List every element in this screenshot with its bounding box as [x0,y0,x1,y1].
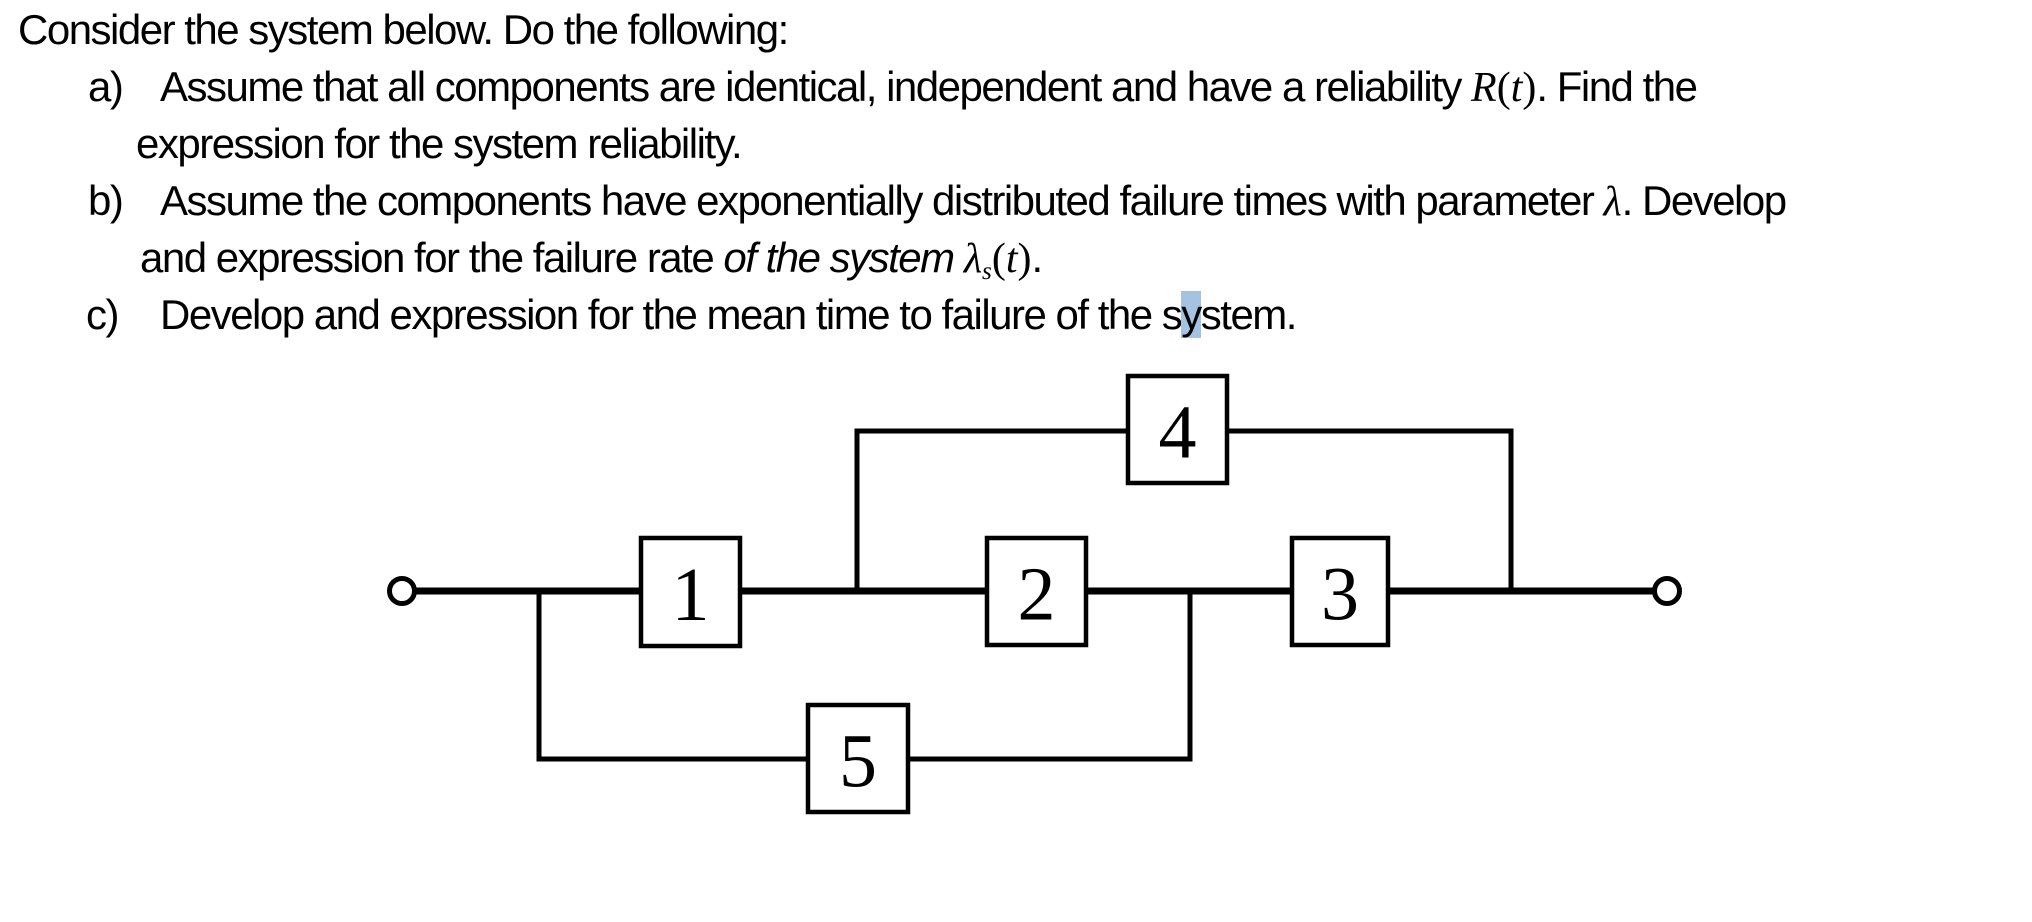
item-a-marker: a) [88,63,124,110]
block-5-label: 5 [839,720,877,804]
block-1: 1 [638,535,743,649]
text-segment: and expression for the failure rate [140,234,724,281]
item-b-marker: b) [88,177,124,224]
block-5-box [805,702,911,815]
text-segment: s [982,258,992,286]
block-4: 4 [1125,373,1230,486]
text-segment: ( [991,236,1006,282]
block-2: 2 [984,535,1089,648]
right-terminal-icon [1652,576,1682,606]
text-selection-highlight: y [1181,291,1202,338]
block-4-box [1125,373,1230,486]
text-segment: t [1005,236,1018,282]
item-a-line-2: expression for the system reliability. [136,120,743,167]
text-segment: t [1510,65,1523,111]
item-c-line-1: Develop and expression for the mean time… [160,291,1298,338]
text-segment: Assume the components have exponentially… [160,177,1604,224]
item-b-line-2: and expression for the failure rate of t… [140,234,1044,286]
text-segment: Assume that all components are identical… [160,63,1472,110]
block-5: 5 [805,702,911,815]
problem-intro: Consider the system below. Do the follow… [18,6,789,53]
text-segment: expression for the system reliability. [136,120,743,167]
text-segment: of the system [723,234,964,281]
text-segment: stem. [1200,291,1298,338]
left-terminal-icon [387,576,417,606]
item-b-line-1: Assume the components have exponentially… [160,177,1787,225]
text-segment: . Find the [1536,63,1698,110]
text-segment: . [1031,234,1044,281]
block-2-label: 2 [1018,553,1056,637]
text-segment: . Develop [1621,177,1787,224]
text-segment: λ [963,236,983,282]
item-a-line-1: Assume that all components are identical… [160,63,1698,111]
block-3-box [1289,535,1391,648]
block-1-label: 1 [672,553,710,637]
block-3-label: 3 [1321,553,1359,637]
text-segment: λ [1603,179,1622,225]
text-segment: ) [1522,65,1537,111]
text-segment: ( [1496,65,1511,111]
text-segment: ) [1017,236,1032,282]
block-1-box [638,535,743,649]
block-4-label: 4 [1159,391,1197,475]
item-c-marker: c) [86,291,120,338]
text-segment: Develop and expression for the mean time… [160,291,1183,338]
block-3: 3 [1289,535,1391,648]
text-segment: R [1471,65,1497,111]
block-2-box [984,535,1089,648]
